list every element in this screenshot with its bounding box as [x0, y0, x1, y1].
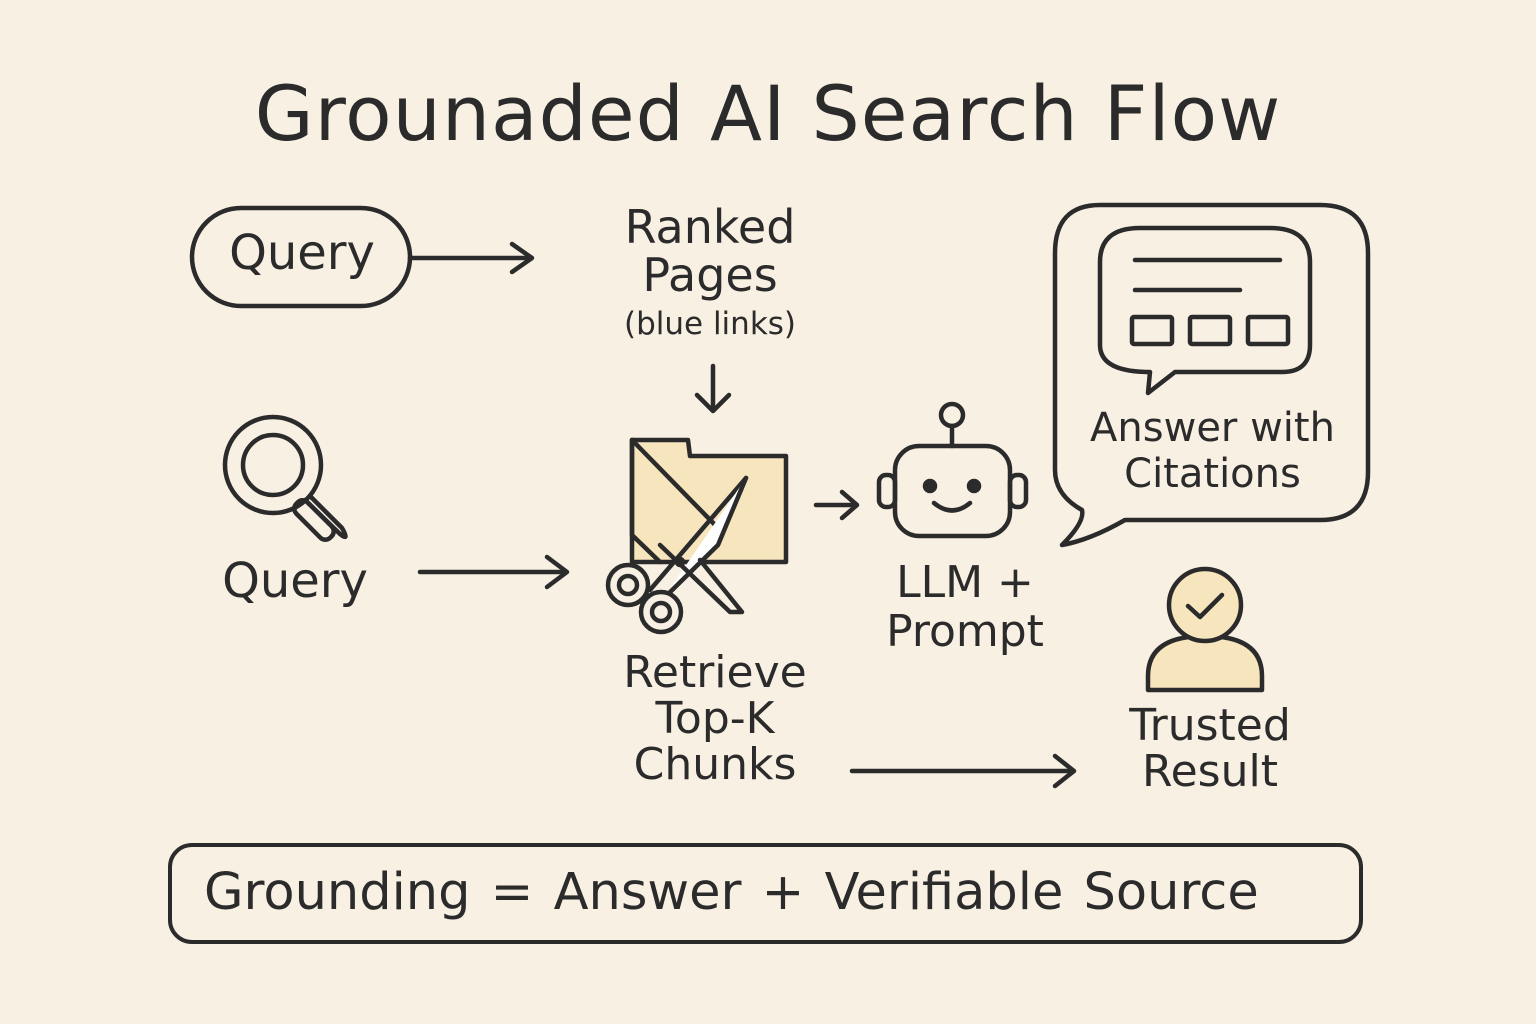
scissors-icon — [605, 475, 749, 635]
answer-label: Answer with Citations — [1065, 405, 1360, 497]
ranked-line2: Pages — [642, 248, 778, 303]
user-check-icon — [1145, 566, 1265, 693]
retrieve-line2: Top-K — [655, 693, 775, 745]
classic-query-label: Query — [229, 225, 375, 281]
ranked-note: (blue links) — [623, 305, 797, 342]
grounding-equation: Grounding = Answer + Verifiable Source — [204, 863, 1259, 922]
arrow-retrieve-to-result — [849, 753, 1077, 789]
retrieve-line1: Retrieve — [623, 647, 807, 698]
ranked-pages-label: Ranked Pages (blue links) — [560, 203, 860, 340]
equation-box — [168, 843, 1363, 944]
llm-line1: LLM + — [896, 557, 1034, 608]
magnifier-icon — [222, 414, 348, 542]
result-line1: Trusted — [1129, 700, 1291, 751]
ranked-line1: Ranked — [624, 200, 796, 254]
answer-line2: Citations — [1124, 451, 1301, 497]
page-title: Grounaded AI Search Flow — [254, 69, 1282, 158]
arrow-query-to-ranked — [407, 241, 535, 275]
retrieve-line3: Chunks — [633, 739, 797, 791]
llm-line2: Prompt — [886, 606, 1044, 658]
speech-bubble-icon — [1052, 202, 1371, 548]
result-line2: Result — [1142, 746, 1278, 798]
answer-line1: Answer with — [1090, 405, 1335, 451]
robot-icon — [876, 401, 1029, 539]
llm-label: LLM + Prompt — [860, 558, 1070, 657]
grounded-query-label: Query — [222, 553, 368, 609]
retrieve-label: Retrieve Top-K Chunks — [570, 647, 860, 791]
folder-icon — [629, 437, 789, 565]
trusted-result-label: Trusted Result — [1090, 700, 1330, 798]
arrow-ranked-to-retrieve — [694, 363, 732, 414]
arrow-query-to-retrieve — [417, 554, 570, 590]
arrow-retrieve-to-llm — [813, 489, 860, 521]
